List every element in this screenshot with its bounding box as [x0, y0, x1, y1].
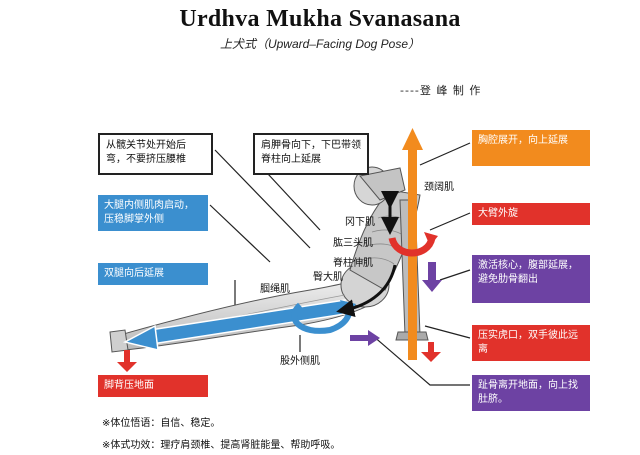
label-erector: 脊柱伸肌	[333, 258, 373, 269]
label-neck-muscle: 颈阔肌	[424, 182, 454, 193]
callout-shoulder-down: 肩胛骨向下，下巴带领脊柱向上延展	[253, 133, 369, 175]
label-glute: 臀大肌	[313, 272, 343, 283]
label-serratus: 冈下肌	[345, 217, 375, 228]
note-mind: ※体位悟语：自信、稳定。	[102, 418, 221, 429]
label-triceps: 肱三头肌	[333, 238, 373, 249]
callout-hip-bend: 从髋关节处开始后弯，不要挤压腰椎	[98, 133, 213, 175]
red-foot-down-arrow	[117, 350, 137, 372]
purple-core-arrow	[422, 262, 442, 292]
purple-pubis-arrow	[350, 330, 380, 346]
callout-core: 激活核心，腹部延展，避免肋骨翻出	[472, 255, 590, 303]
callout-thigh-back: 双腿向后延展	[98, 263, 208, 285]
note-effect: ※体式功效：理疗肩颈椎、提高肾脏能量、帮助呼吸。	[102, 440, 341, 451]
callout-arm-rotate: 大臂外旋	[472, 203, 590, 225]
page-title: Urdhva Mukha Svanasana	[179, 6, 461, 32]
callout-press-hand: 压实虎口，双手彼此远离	[472, 325, 590, 361]
callout-lift-pubis: 趾骨离开地面，向上找肚脐。	[472, 375, 590, 411]
label-hamstring: 腘绳肌	[260, 284, 290, 295]
page-subtitle: 上犬式（Upward–Facing Dog Pose）	[219, 37, 421, 51]
author-credit: ----登 峰 制 作	[400, 84, 482, 97]
label-vastus: 股外侧肌	[280, 356, 320, 367]
callout-foot-press: 脚背压地面	[98, 375, 208, 397]
red-hand-down-arrow	[421, 342, 441, 362]
red-rotation-arrowhead	[424, 232, 438, 246]
callout-chest-open: 胸腔展开，向上延展	[472, 130, 590, 166]
black-curve-arrow	[336, 264, 397, 318]
callout-thigh-inner: 大腿内侧肌肉启动，压稳脚掌外侧	[98, 195, 208, 231]
